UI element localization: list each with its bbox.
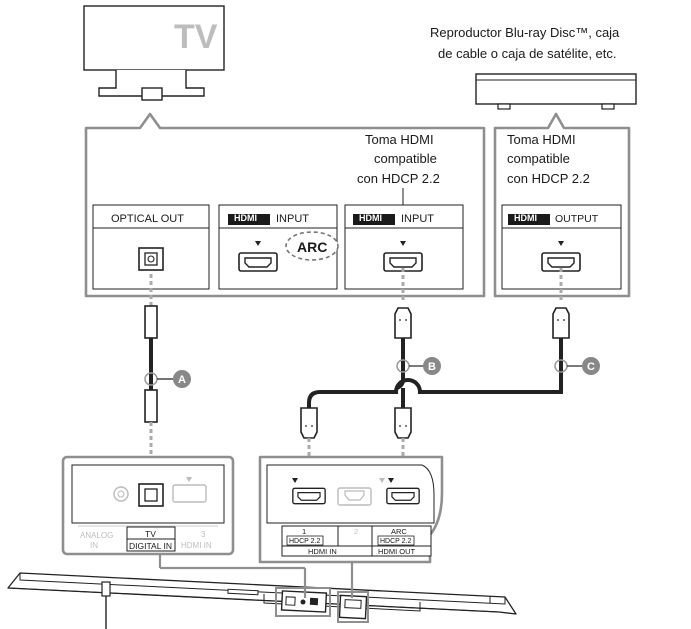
analog-in-label-1: ANALOG <box>80 531 113 540</box>
source-device-illustration: Reproductor Blu-ray Disc™, caja de cable… <box>430 25 637 110</box>
tv-hdcp-note-line2: compatible <box>374 151 437 166</box>
hdmi-out-hdcp: HDCP 2.2 <box>380 538 411 545</box>
hdmi-3-label: HDMI IN <box>181 541 212 550</box>
device-hdmi-output-label: OUTPUT <box>555 213 599 225</box>
cable-a-optical: A <box>144 274 191 476</box>
hdmi-in-2-number: 2 <box>354 527 358 536</box>
source-device-caption-line2: de cable o caja de satélite, etc. <box>438 46 617 61</box>
device-hdcp-note-line1: Toma HDMI <box>507 132 576 147</box>
hdmi-in-1-number: 1 <box>302 527 306 536</box>
tv-screen <box>83 5 225 71</box>
tv-illustration: TV <box>83 5 225 101</box>
hdmi-out-arc-port <box>386 487 420 505</box>
device-hdcp-note-line2: compatible <box>507 151 570 166</box>
device-hdcp-note-line3: con HDCP 2.2 <box>507 171 590 186</box>
cable-b-marker <box>423 357 441 375</box>
player-box <box>475 73 637 105</box>
tv-hdmi-input-arc-port <box>238 252 278 272</box>
soundbar-left-panel: ANALOG IN TV DIGITAL IN 3 HDMI IN <box>61 455 235 556</box>
digital-in-label: DIGITAL IN <box>129 541 172 551</box>
hdmi-3-number: 3 <box>201 530 206 539</box>
arc-label: ARC <box>391 527 407 536</box>
tv-hdcp-note-line1: Toma HDMI <box>365 132 434 147</box>
hdmi-in-1-hdcp: HDCP 2.2 <box>289 538 320 545</box>
tv-digital-label: TV <box>145 529 156 539</box>
device-hdmi-logo: HDMI <box>514 213 537 223</box>
hdmi-out-label: HDMI OUT <box>378 547 415 556</box>
soundbar-illustration <box>7 554 517 629</box>
tv-hdmi-logo-1: HDMI <box>234 213 257 223</box>
soundbar-right-panel: 1 HDCP 2.2 2 HDMI IN ARC HDCP 2.2 HDMI O… <box>258 455 444 564</box>
cable-c-hdmi: C <box>300 268 600 472</box>
tv-arc-label: ARC <box>297 239 327 255</box>
cable-b-hdmi: B <box>394 268 441 472</box>
tv-hdmi-input-2-label: INPUT <box>401 213 434 225</box>
hdmi-in-label: HDMI IN <box>308 547 337 556</box>
tv-hdcp-note-line3: con HDCP 2.2 <box>357 171 440 186</box>
cable-b-label: B <box>428 361 436 373</box>
analog-in-label-2: IN <box>90 541 98 550</box>
cable-c-marker <box>582 357 600 375</box>
optical-out-label: OPTICAL OUT <box>111 213 184 225</box>
tv-connection-panel: Toma HDMI compatible con HDCP 2.2 OPTICA… <box>84 112 486 298</box>
cable-c-label: C <box>587 361 595 373</box>
device-connection-panel: Toma HDMI compatible con HDCP 2.2 HDMI O… <box>493 112 631 298</box>
hdmi-in-1-port <box>292 487 326 505</box>
tv-hdmi-input-1-label: INPUT <box>276 213 309 225</box>
source-device-caption-line1: Reproductor Blu-ray Disc™, caja <box>430 25 620 40</box>
tv-hdmi-logo-2: HDMI <box>359 213 382 223</box>
cable-a-marker <box>173 370 191 388</box>
cable-a-label: A <box>178 374 186 386</box>
hdmi-in-3-port <box>172 484 207 503</box>
tv-label: TV <box>174 18 218 56</box>
